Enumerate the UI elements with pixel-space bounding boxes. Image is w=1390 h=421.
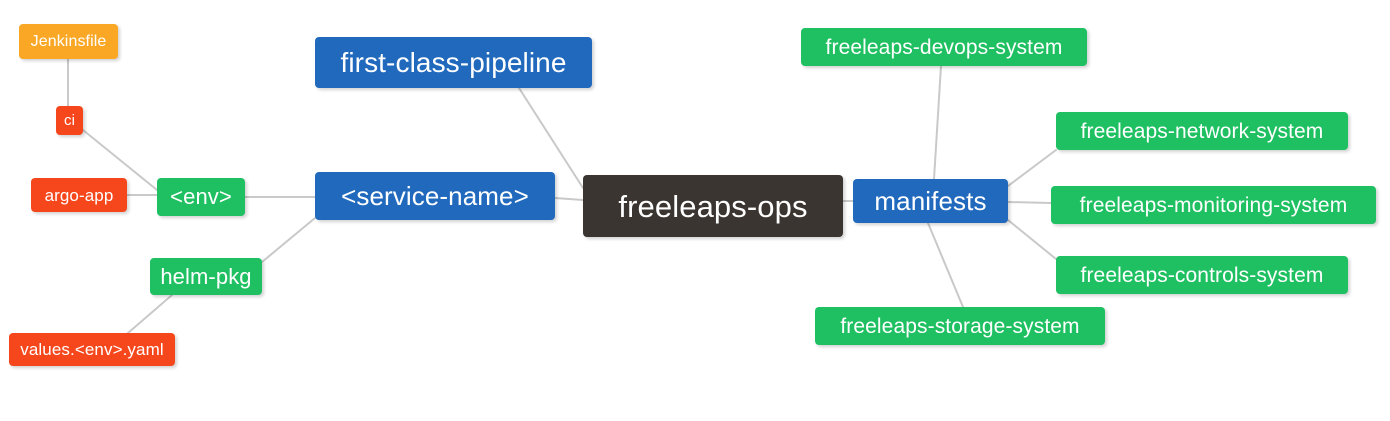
mindmap-node-label: manifests (874, 186, 987, 216)
edge-ops-servicename (554, 197, 584, 201)
mindmap-node-argo-app[interactable]: argo-app (31, 178, 127, 212)
mindmap-node-jenkinsfile[interactable]: Jenkinsfile (19, 24, 118, 59)
mindmap-node-label: first-class-pipeline (340, 46, 567, 78)
mindmap-node-freeleaps-ops[interactable]: freeleaps-ops (583, 175, 843, 237)
mindmap-node-helm-pkg[interactable]: helm-pkg (150, 258, 262, 295)
edge-manifests-network (1007, 149, 1057, 187)
mindmap-node-ci[interactable]: ci (56, 106, 83, 135)
mindmap-node-label: freeleaps-ops (618, 188, 808, 224)
mindmap-node-label: freeleaps-network-system (1080, 119, 1324, 143)
mindmap-node-freeleaps-controls-system[interactable]: freeleaps-controls-system (1056, 256, 1348, 294)
mindmap-node-freeleaps-monitoring-system[interactable]: freeleaps-monitoring-system (1051, 186, 1376, 224)
mindmap-node-label: values.<env>.yaml (20, 340, 164, 359)
mindmap-node-label: helm-pkg (160, 263, 252, 289)
mindmap-node-first-class-pipeline[interactable]: first-class-pipeline (315, 37, 592, 88)
mindmap-node-label: freeleaps-controls-system (1080, 263, 1324, 287)
mindmap-node-freeleaps-devops-system[interactable]: freeleaps-devops-system (801, 28, 1087, 66)
edge-manifests-controls (1007, 219, 1057, 260)
mindmap-node-label: Jenkinsfile (30, 32, 107, 50)
edge-manifests-storage (927, 222, 964, 308)
mindmap-node-label: argo-app (44, 185, 114, 205)
edge-helmpkg-values (127, 294, 173, 334)
edge-manifests-devops (933, 65, 942, 180)
edge-manifests-monitoring (1007, 201, 1052, 204)
mindmap-node-env[interactable]: <env> (157, 178, 245, 216)
mindmap-node-label: <env> (170, 184, 232, 209)
mindmap-node-freeleaps-storage-system[interactable]: freeleaps-storage-system (815, 307, 1105, 345)
mindmap-node-label: freeleaps-monitoring-system (1079, 193, 1348, 217)
mindmap-node-manifests[interactable]: manifests (853, 179, 1008, 223)
mindmap-node-values-env-yaml[interactable]: values.<env>.yaml (9, 333, 175, 366)
mindmap-node-service-name[interactable]: <service-name> (315, 172, 555, 220)
edge-servicename-helmpkg (261, 217, 316, 263)
mindmap-node-freeleaps-network-system[interactable]: freeleaps-network-system (1056, 112, 1348, 150)
mindmap-node-label: freeleaps-storage-system (840, 314, 1080, 338)
mindmap-node-label: ci (63, 112, 76, 129)
mindmap-node-label: freeleaps-devops-system (825, 35, 1063, 59)
mindmap-node-label: <service-name> (341, 181, 529, 211)
